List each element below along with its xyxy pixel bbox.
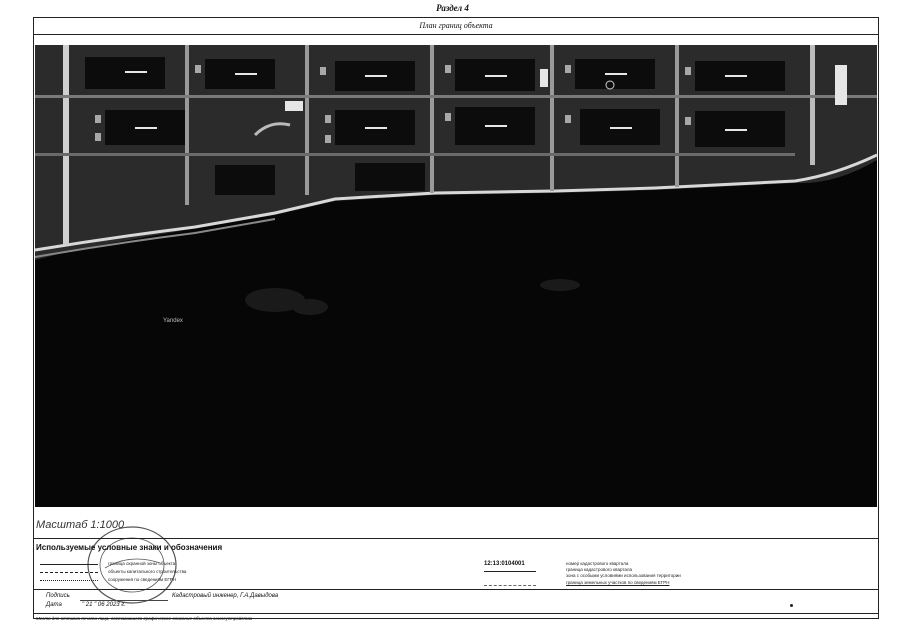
quarter-number: 12:13:0104001 (484, 561, 525, 567)
map-provider-label: Yandex (163, 318, 183, 324)
legend-item-3: сооружения по сведениям ЕГРН (108, 577, 177, 582)
satellite-map[interactable]: Yandex (35, 45, 877, 507)
plan-title: План границ объекта (34, 18, 878, 35)
legend-bottom-rule (34, 589, 878, 590)
legend-right-item-3: зона с особыми условиями использования т… (566, 573, 681, 578)
line-sample-solid (40, 564, 98, 565)
marker-dot (790, 604, 793, 607)
footer-rule (34, 613, 878, 614)
engineer-name: Кадастровый инженер, Г.А.Давыдова (172, 593, 279, 599)
legend-top-rule (34, 538, 878, 539)
line-sample-right (484, 571, 536, 572)
section-title: Раздел 4 (436, 3, 469, 13)
line-sample-dotdash (40, 580, 98, 581)
line-sample-dashed (40, 572, 98, 573)
legend-title: Используемые условные знаки и обозначени… (36, 543, 223, 552)
map-image (35, 45, 877, 315)
legend-item-1: граница охранной зоны объекта (108, 561, 176, 566)
signature-line (80, 600, 168, 601)
legend-right-item-2: граница кадастрового квартала (566, 567, 632, 572)
document-frame: План границ объекта (33, 17, 879, 619)
legend-right-item-1: номер кадастрового квартала (566, 561, 629, 566)
legend-item-2: объекты капитального строительства (108, 569, 187, 574)
date-label: Дата (46, 602, 62, 608)
legend-right-item-4: граница земельных участков по сведениям … (566, 580, 670, 585)
scale-label: Масштаб 1:1000 (36, 519, 125, 531)
line-sample-right-dashed (484, 585, 536, 586)
footer-note: Место для оттиска печати лица, составивш… (36, 616, 253, 621)
date-value: " 21 " 06 2023 г. (82, 602, 126, 608)
signature-label: Подпись (46, 593, 70, 599)
